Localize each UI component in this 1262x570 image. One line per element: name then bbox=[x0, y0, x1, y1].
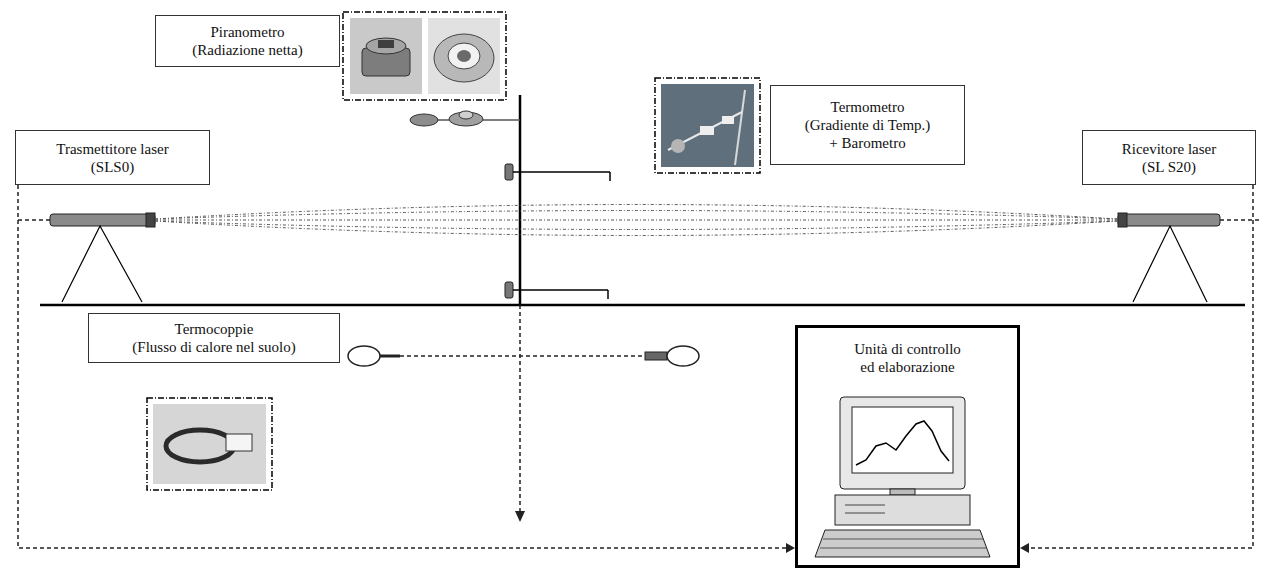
arrowhead bbox=[1020, 543, 1029, 553]
sensor-arm bbox=[607, 290, 609, 299]
control-unit-box: Unità di controllo ed elaborazione bbox=[795, 325, 1020, 568]
keyboard-row bbox=[820, 548, 986, 549]
node-text: (SLS0) bbox=[91, 158, 134, 176]
pyranometer-icon bbox=[410, 114, 438, 126]
laser-transmitter bbox=[50, 214, 155, 226]
thermometer-sensor bbox=[505, 164, 513, 180]
sensor-label-box: Piranometro(Radiazione netta) bbox=[155, 15, 340, 67]
ground-line bbox=[40, 304, 1245, 307]
thermocouple-photo bbox=[226, 434, 252, 451]
pyranometer-dome bbox=[459, 111, 473, 119]
photo-frame bbox=[655, 78, 760, 173]
thermometer-sensor bbox=[505, 282, 513, 298]
pyranometer-photo bbox=[457, 50, 471, 62]
photo bbox=[661, 84, 754, 167]
sensor-arm bbox=[609, 172, 611, 181]
pyranometer-photo bbox=[378, 40, 394, 48]
device-label-box: Trasmettitore laser(SLS0) bbox=[15, 130, 210, 185]
laser-lens bbox=[1118, 213, 1127, 227]
arrowhead bbox=[515, 511, 525, 522]
node-text: Termocoppie bbox=[175, 320, 254, 338]
thermocouple-ring bbox=[348, 346, 380, 366]
screen-graph bbox=[856, 421, 949, 465]
mast bbox=[519, 95, 522, 305]
node-text: (SL S20) bbox=[1142, 158, 1196, 176]
pyranometer-photo bbox=[366, 38, 406, 54]
drive-slot bbox=[845, 505, 885, 506]
signal-wire bbox=[519, 305, 521, 512]
sensor-arm bbox=[513, 289, 608, 291]
sensor-arm bbox=[513, 171, 610, 173]
thermocouple-handle bbox=[380, 355, 400, 358]
thermocouple-ring bbox=[667, 346, 699, 366]
sensor-label-box: Termometro(Gradiente di Temp.) + Baromet… bbox=[770, 85, 965, 165]
keyboard-row bbox=[823, 539, 983, 540]
photo bbox=[153, 404, 266, 484]
signal-wire bbox=[18, 219, 50, 221]
computer-case bbox=[835, 495, 970, 525]
node-text: Termometro bbox=[831, 98, 905, 116]
node-text: Piranometro bbox=[210, 23, 284, 41]
connector-line bbox=[1028, 185, 1253, 548]
keyboard bbox=[815, 530, 990, 557]
laser-beam bbox=[155, 220, 1118, 221]
node-text: Unità di controllo ed elaborazione bbox=[850, 340, 965, 376]
tripod bbox=[1133, 226, 1207, 302]
node-text: (Radiazione netta) bbox=[192, 41, 302, 59]
thermometer-photo bbox=[700, 126, 714, 135]
thermometer-photo bbox=[671, 139, 685, 153]
photo bbox=[350, 18, 422, 94]
computer-screen bbox=[852, 407, 953, 473]
computer-monitor bbox=[840, 397, 965, 489]
computer-stand bbox=[890, 489, 915, 495]
connector bbox=[1020, 185, 1253, 553]
connector bbox=[18, 185, 795, 553]
node-text: Ricevitore laser bbox=[1122, 140, 1217, 158]
laser-beam bbox=[155, 205, 1118, 236]
pyranometer-photo bbox=[434, 34, 494, 82]
photo-frame bbox=[147, 398, 272, 490]
drive-slot bbox=[845, 513, 885, 514]
photo-frame bbox=[343, 12, 506, 100]
node-text: Trasmettitore laser bbox=[56, 140, 168, 158]
laser-beam bbox=[155, 205, 1118, 220]
sensor-label-box: Termocoppie(Flusso di calore nel suolo) bbox=[88, 313, 340, 363]
laser-beam bbox=[155, 211, 1118, 220]
laser-receiver bbox=[1118, 214, 1220, 226]
laser-beam bbox=[155, 221, 1118, 236]
laser-lens bbox=[146, 213, 155, 227]
node-text: (Flusso di calore nel suolo) bbox=[132, 338, 295, 356]
connector-line bbox=[18, 185, 787, 548]
arrowhead bbox=[786, 543, 795, 553]
laser-beam bbox=[155, 221, 1118, 230]
device-label-box: Ricevitore laser(SL S20) bbox=[1082, 130, 1256, 185]
signal-wire bbox=[400, 355, 645, 357]
thermocouple-handle bbox=[645, 352, 667, 360]
node-text: (Gradiente di Temp.) + Barometro bbox=[801, 116, 934, 152]
pyranometer-icon bbox=[449, 112, 483, 126]
thermometer-photo bbox=[722, 116, 734, 124]
thermocouple-photo bbox=[166, 430, 234, 462]
photo bbox=[428, 18, 500, 94]
pyranometer-photo bbox=[448, 43, 480, 69]
signal-wire bbox=[1220, 219, 1262, 221]
thermometer-photo bbox=[735, 90, 745, 165]
tripod bbox=[62, 226, 142, 302]
